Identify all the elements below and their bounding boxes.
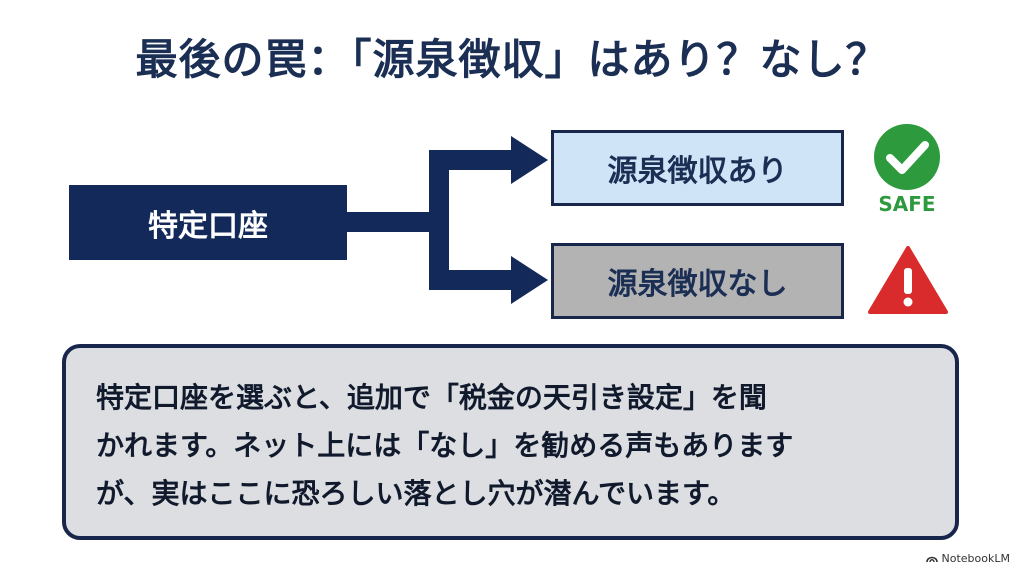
check-circle-icon (874, 124, 940, 190)
connector-lower-arm (429, 270, 515, 290)
connector-stem (346, 212, 439, 232)
option-no-label: 源泉徴収なし (607, 267, 788, 302)
arrow-head-lower (511, 256, 548, 304)
arrow-head-upper (511, 136, 548, 184)
notebooklm-logo-icon (925, 556, 938, 563)
connector-upper-arm (429, 150, 515, 170)
explanation-line: が、実はここに恐ろしい落とし穴が潜んでいます。 (96, 477, 736, 510)
warning-triangle-icon (868, 246, 948, 314)
explanation-panel: 特定口座を選ぶと、追加で「税金の天引き設定」を聞 かれます。ネット上には「なし」… (62, 344, 959, 540)
page-title: 最後の罠：「源泉徴収」はあり？なし？ (135, 35, 889, 84)
safe-badge: SAFE (878, 192, 936, 216)
explanation-line: 特定口座を選ぶと、追加で「税金の天引き設定」を聞 (96, 381, 767, 414)
option-yes-label: 源泉徴収あり (607, 154, 788, 189)
brand-label: NotebookLM (941, 552, 1010, 565)
source-account-label: 特定口座 (148, 208, 268, 244)
connector-vertical (429, 150, 449, 290)
option-withholding-no: 源泉徴収なし (551, 243, 844, 319)
notebooklm-watermark: NotebookLM (925, 552, 1010, 565)
explanation-line: かれます。ネット上には「なし」を勧める声もあります (96, 429, 794, 462)
source-account-box: 特定口座 (69, 185, 347, 260)
option-withholding-yes: 源泉徴収あり (551, 130, 844, 206)
